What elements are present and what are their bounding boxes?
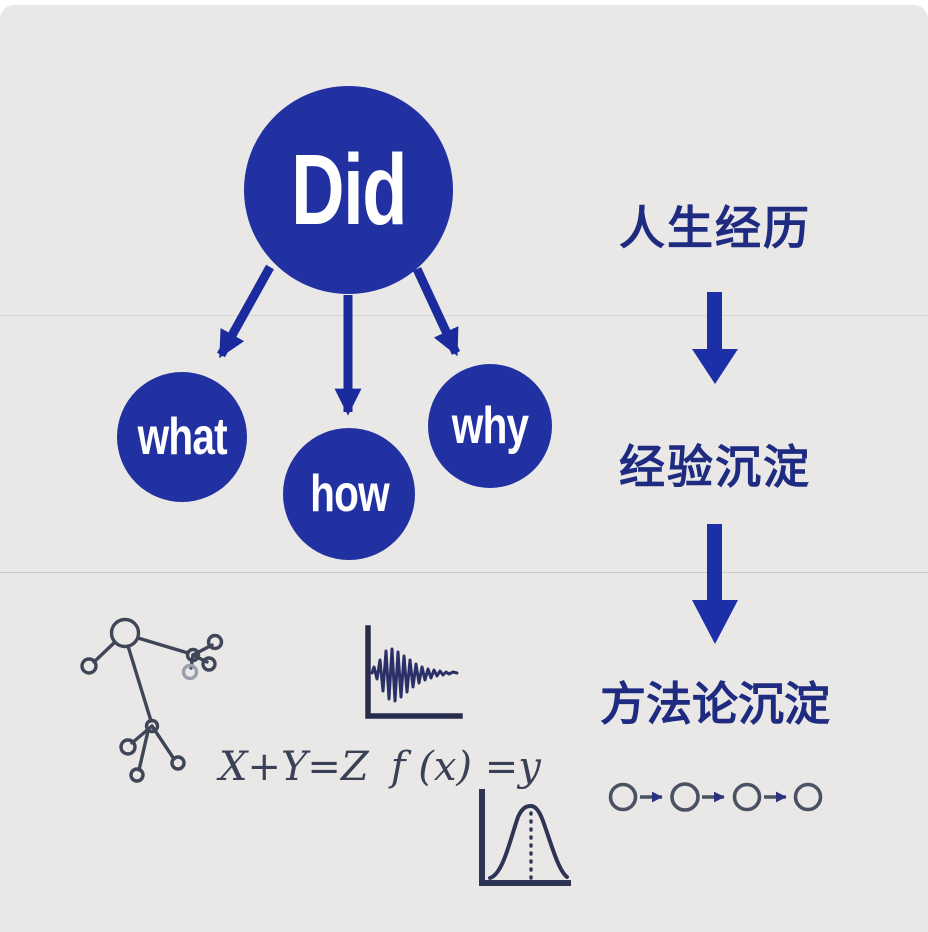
arrow-head (692, 349, 738, 384)
bell-curve-icon (479, 789, 571, 886)
formula-part-1: X+Y=Z (219, 744, 369, 790)
section-divider-top (0, 315, 928, 316)
node-did: Did (244, 86, 453, 294)
stage-label-methodology-settling: 方法论沉淀 (600, 678, 830, 730)
node-why-label: why (451, 397, 529, 455)
node-did-label: Did (291, 133, 407, 246)
network-graph-icon (80, 617, 224, 783)
arrow-did-to-why (412, 267, 461, 357)
arrow-shaft (707, 292, 722, 352)
stage-label-life-experience: 人生经历 (619, 202, 811, 254)
section-divider-bottom (0, 572, 928, 573)
stage-label-experience-settling: 经验沉淀 (619, 441, 811, 493)
node-how-label: how (309, 465, 390, 523)
arrow-head (692, 600, 738, 644)
damped-waveform-icon (365, 625, 463, 719)
node-what-label: what (137, 408, 227, 466)
node-why: why (428, 364, 552, 488)
arrow-shaft (707, 524, 722, 602)
arrow-did-to-what (217, 264, 274, 359)
node-how: how (283, 428, 415, 560)
formula-text: X+Y=Z f (x) =y (219, 744, 541, 790)
node-what: what (117, 372, 247, 502)
process-chain-icon (608, 782, 823, 812)
formula-part-2: f (x) =y (390, 744, 541, 790)
